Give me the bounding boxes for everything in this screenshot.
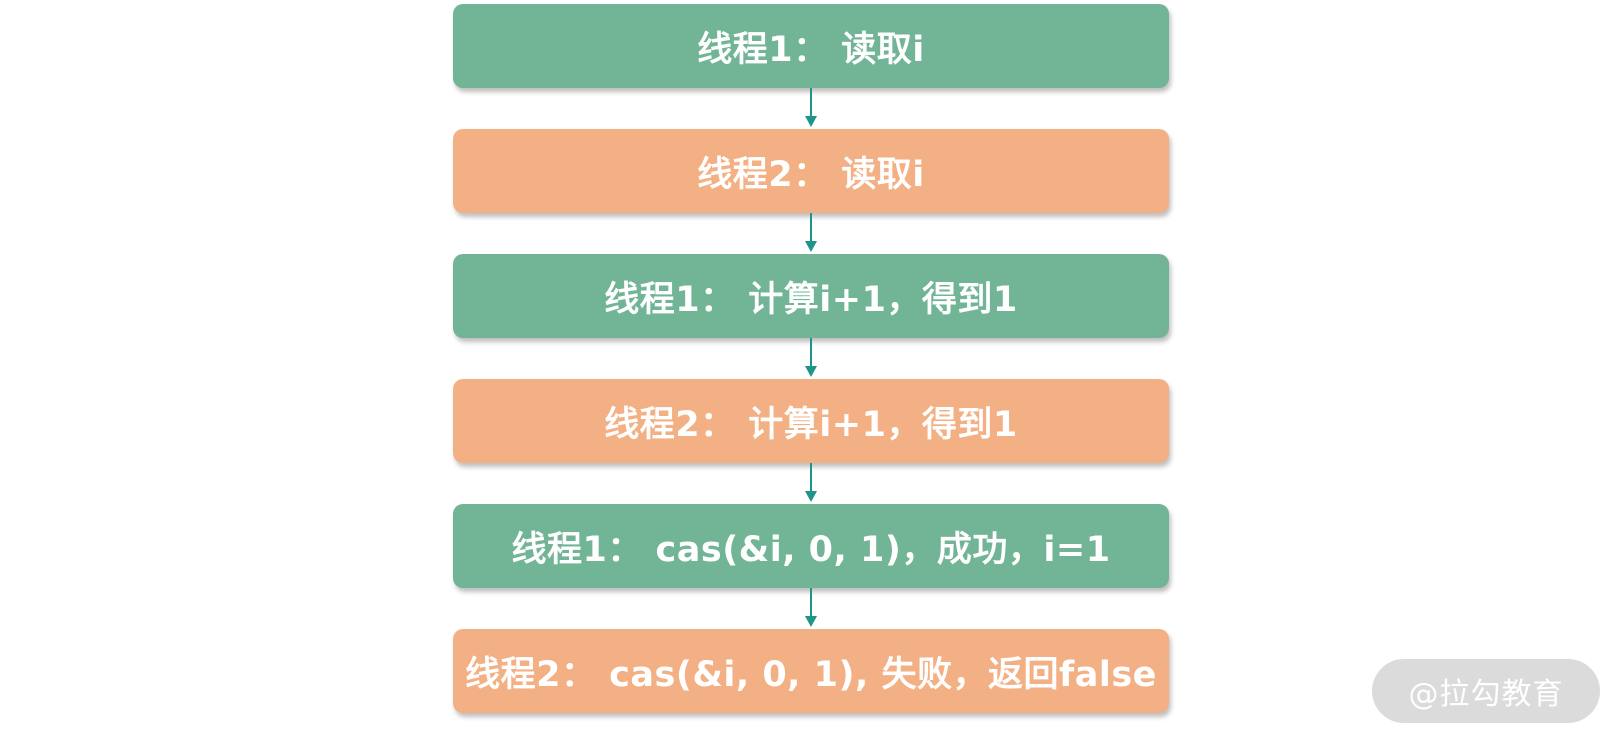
step-3-box: 线程1： 计算i+1，得到1 xyxy=(453,254,1169,338)
step-6-label: 线程2： cas(&i, 0, 1), 失败，返回false xyxy=(465,654,1157,695)
arrow-line-icon xyxy=(810,88,812,118)
arrow-head-icon xyxy=(805,366,817,377)
arrow-head-icon xyxy=(805,116,817,127)
arrow-2-3 xyxy=(453,213,1169,254)
step-4-label: 线程2： 计算i+1，得到1 xyxy=(604,404,1018,445)
arrow-3-4 xyxy=(453,338,1169,379)
arrow-line-icon xyxy=(810,338,812,368)
step-5-box: 线程1： cas(&i, 0, 1)，成功，i=1 xyxy=(453,504,1169,588)
step-3-label: 线程1： 计算i+1，得到1 xyxy=(604,279,1018,320)
step-4-box: 线程2： 计算i+1，得到1 xyxy=(453,379,1169,463)
arrow-line-icon xyxy=(810,463,812,493)
arrow-line-icon xyxy=(810,588,812,618)
step-2-label: 线程2： 读取i xyxy=(697,154,925,195)
arrow-line-icon xyxy=(810,213,812,243)
arrow-4-5 xyxy=(453,463,1169,504)
arrow-5-6 xyxy=(453,588,1169,629)
flow-diagram: 线程1： 读取i 线程2： 读取i 线程1： 计算i+1，得到1 线程2： 计算… xyxy=(453,4,1169,713)
arrow-1-2 xyxy=(453,88,1169,129)
watermark-text: @拉勾教育 xyxy=(1408,677,1564,712)
watermark: @拉勾教育 xyxy=(1372,659,1600,723)
step-6-box: 线程2： cas(&i, 0, 1), 失败，返回false xyxy=(453,629,1169,713)
arrow-head-icon xyxy=(805,241,817,252)
step-1-box: 线程1： 读取i xyxy=(453,4,1169,88)
arrow-head-icon xyxy=(805,491,817,502)
step-1-label: 线程1： 读取i xyxy=(697,29,925,70)
step-5-label: 线程1： cas(&i, 0, 1)，成功，i=1 xyxy=(511,529,1111,570)
step-2-box: 线程2： 读取i xyxy=(453,129,1169,213)
arrow-head-icon xyxy=(805,616,817,627)
